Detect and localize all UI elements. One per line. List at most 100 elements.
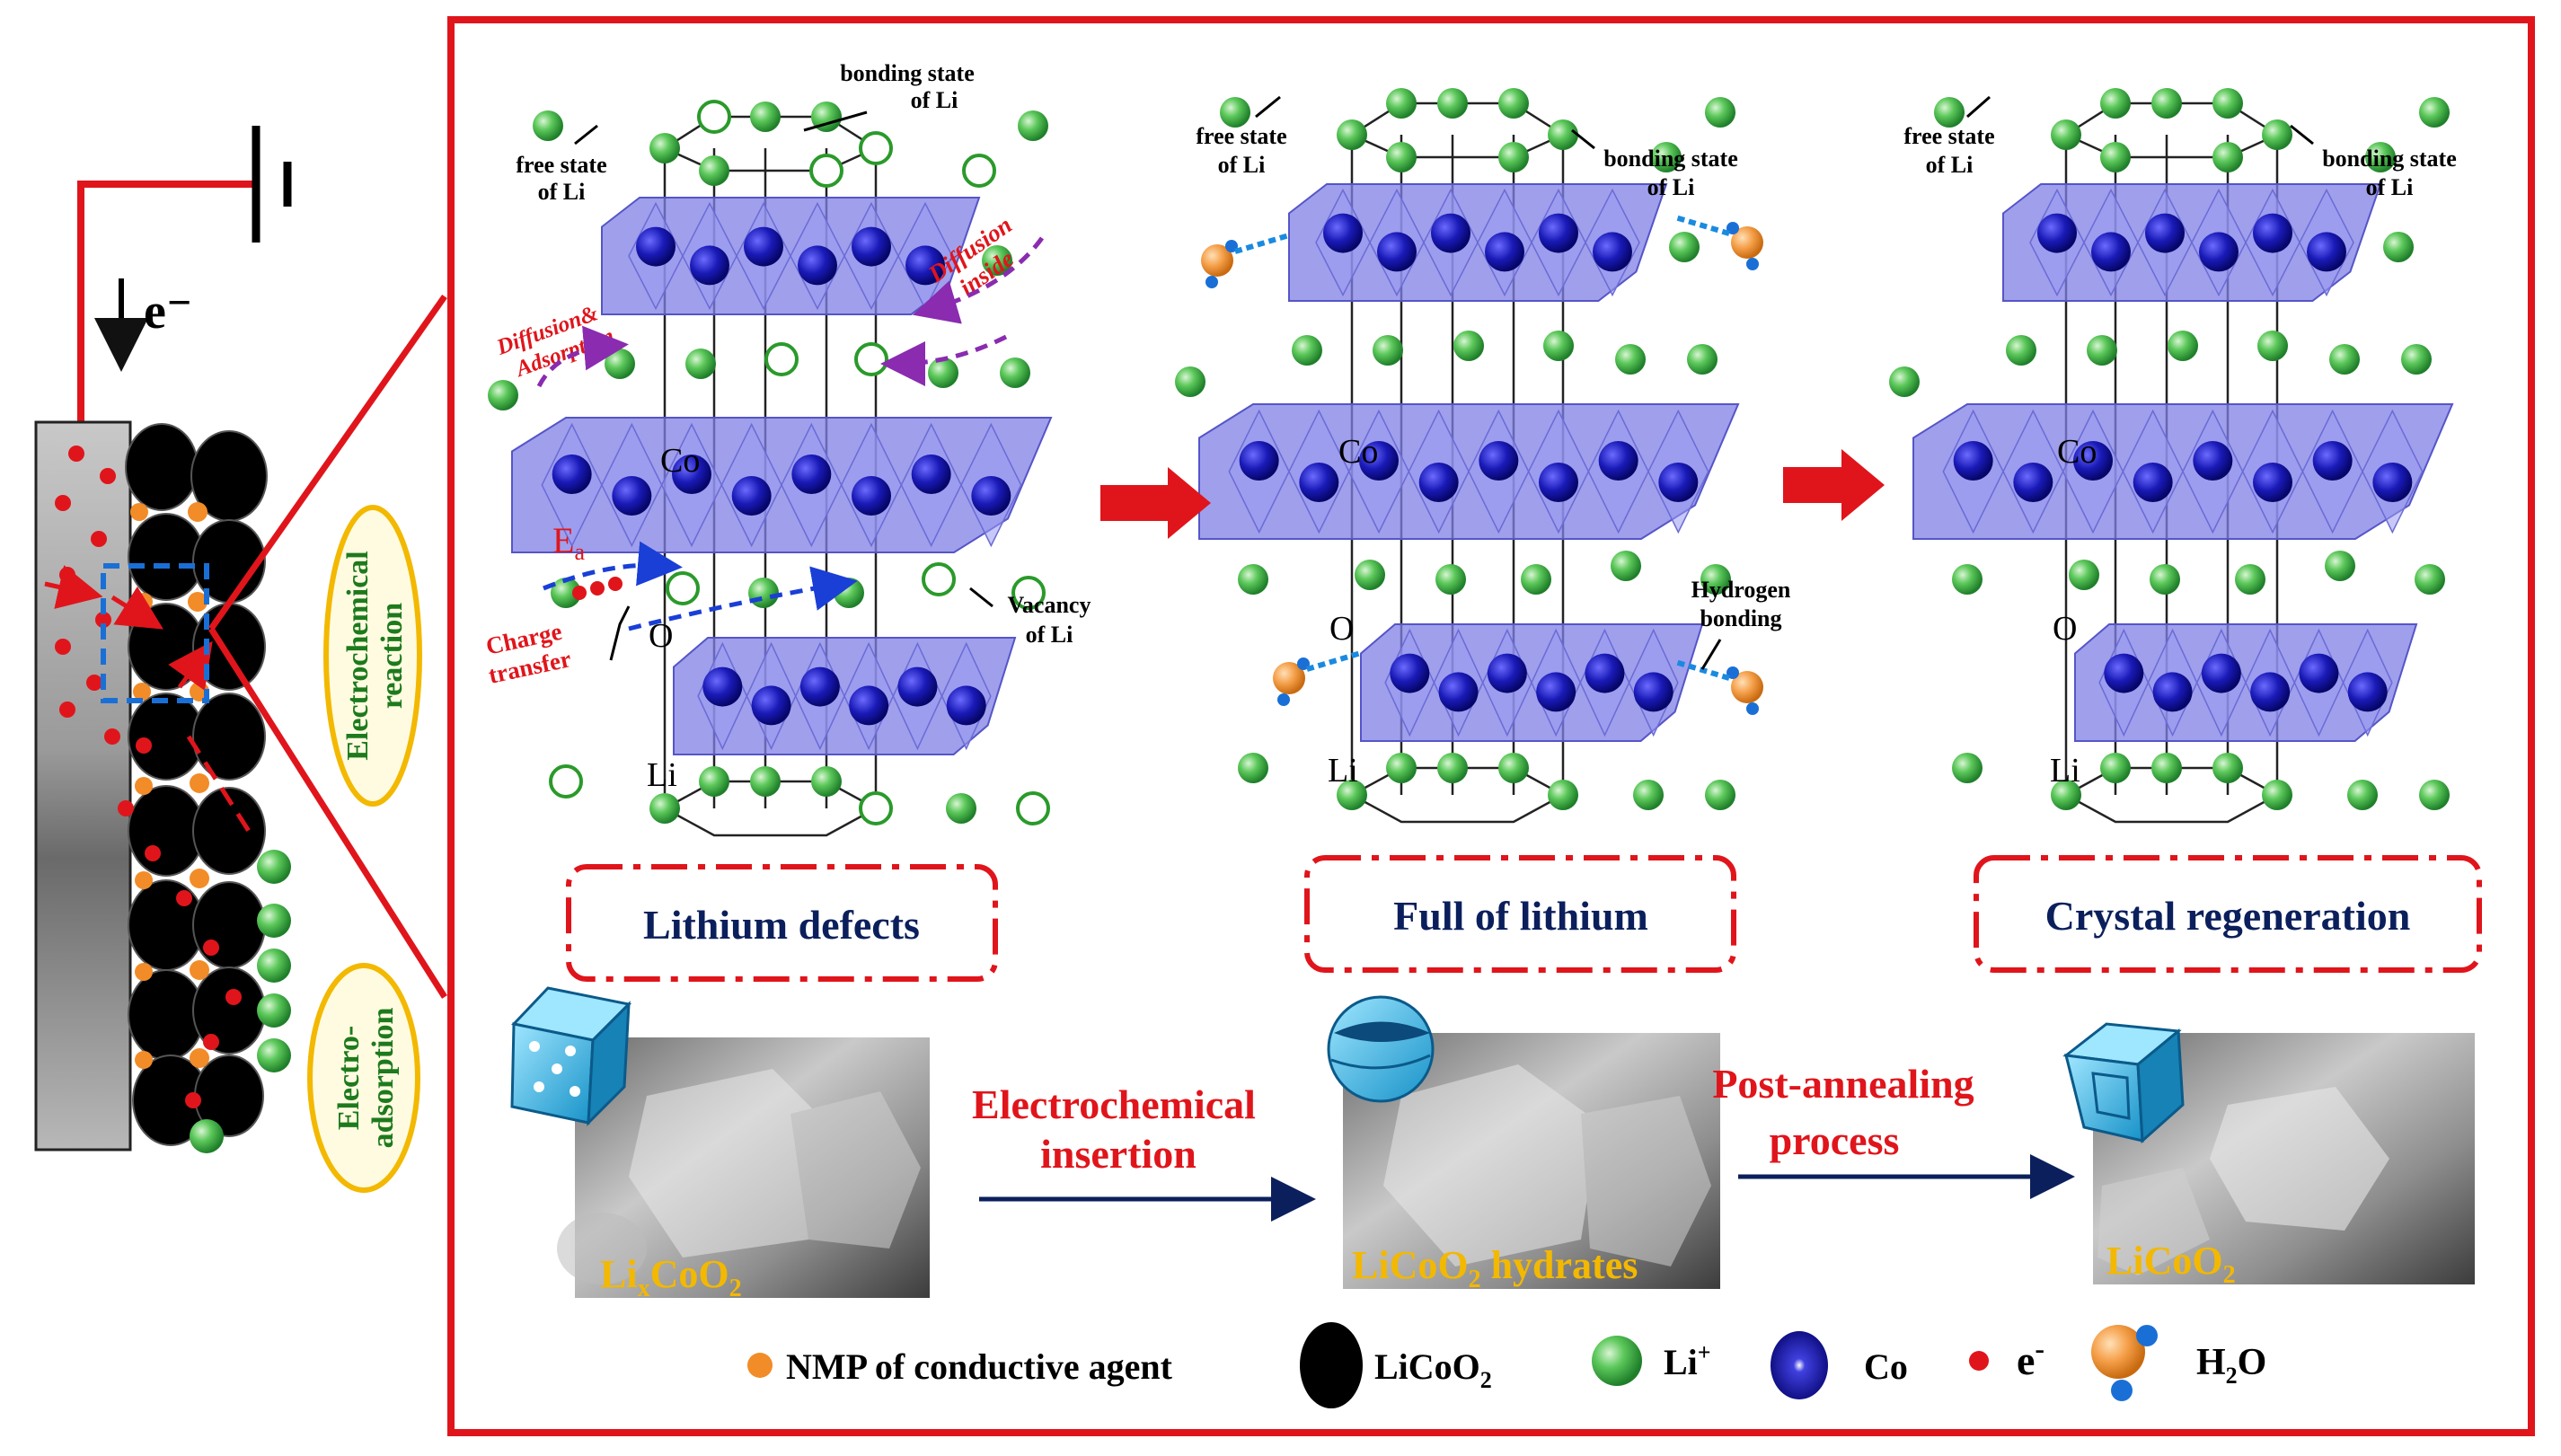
stage2-hydrogen-line1: Hydrogen	[1691, 577, 1791, 603]
stage2-bonding-state-line1: bonding state	[1603, 146, 1738, 172]
stage2-li-atom	[1386, 142, 1417, 172]
stage1-co-atom	[911, 454, 951, 494]
stage2-li-atom	[1521, 564, 1551, 595]
stage3-li-atom	[2262, 119, 2292, 150]
stage2-li-atom	[1651, 142, 1682, 172]
stage2-li-atom	[1175, 366, 1205, 397]
stage2-li-atom	[1700, 564, 1731, 595]
process-row: LixCoO2 Electrochemical insertion LiCoO2…	[510, 986, 2475, 1302]
cube-icon	[510, 986, 632, 1126]
stage3-li-atom	[2235, 564, 2265, 595]
stage2-co-atom	[1359, 441, 1399, 481]
stage1-li-vacancy	[859, 131, 893, 165]
stage3-co-atom	[2133, 463, 2173, 502]
stage1-li-vacancy	[962, 154, 996, 188]
stage3-li-atom	[2087, 335, 2117, 366]
stage2-li-atom	[1386, 753, 1417, 783]
stage3-o-label: O	[2053, 610, 2077, 648]
stage3-li-atom	[2212, 753, 2243, 783]
legend-li-label: Li+	[1664, 1339, 1711, 1382]
process-step2-line2: process	[1770, 1117, 1900, 1163]
stage3-li-atom	[2419, 97, 2450, 128]
stage1-co-atom	[799, 666, 840, 707]
left-panel: e⁻	[34, 126, 447, 1193]
stage2-water-molecule	[1273, 650, 1362, 706]
stage3-co-atom	[2201, 653, 2241, 693]
stage1-bonding-state-line2: of Li	[911, 87, 958, 113]
stage3-crystal	[1889, 88, 2454, 824]
adsorbed-li-ions	[190, 850, 291, 1153]
stage3-co-atom	[1953, 441, 1993, 481]
crystal-icon	[2062, 1022, 2185, 1144]
stage1-li-atom	[699, 155, 729, 186]
stage1-li-vacancy	[922, 562, 956, 596]
stage3-co-atom	[2013, 463, 2053, 502]
stage1-co-atom	[690, 245, 729, 286]
current-collector	[34, 420, 132, 1152]
stage2-li-atom	[1437, 88, 1468, 119]
stage3-annotations: free state of Li bonding state of Li Co …	[1903, 95, 2457, 790]
stage3-co-atom	[2253, 213, 2292, 253]
stage3-li-atom	[2262, 780, 2292, 810]
stage1-li-atom	[946, 793, 976, 824]
stage1-li-vacancy	[549, 764, 583, 799]
legend: NMP of conductive agent LiCoO2 Li+ Co e-…	[747, 1322, 2266, 1408]
stage3-co-label: Co	[2057, 433, 2097, 471]
stage1-li-vacancy	[764, 342, 799, 376]
main-frame	[447, 16, 2535, 1436]
sem-3-caption: LiCoO2	[2106, 1239, 2236, 1289]
stage3-co-atom	[2037, 213, 2077, 253]
stage1-co-label: Co	[660, 442, 700, 480]
stage2-li-atom	[1543, 331, 1574, 361]
zoom-region-box	[101, 563, 209, 703]
stage2-li-atom	[1498, 142, 1529, 172]
stage2-co-atom	[1479, 441, 1519, 481]
reaction-label-line2: reaction	[375, 603, 409, 709]
stage1-li-vacancy	[1016, 791, 1050, 825]
stage1-co-atom	[946, 685, 986, 726]
stage1-li-atom	[811, 101, 842, 132]
stage2-annotations: free state of Li bonding state of Li Co …	[1196, 95, 1791, 790]
transition-arrow-2	[1783, 449, 1885, 521]
stage3-co-atom	[2307, 232, 2346, 272]
stage2-li-atom	[1238, 564, 1268, 595]
stage2-free-state-line2: of Li	[1218, 152, 1266, 178]
stage3-bonding-state-line2: of Li	[2366, 174, 2414, 200]
stage3-li-atom	[2365, 142, 2396, 172]
stage3-co-atom	[2253, 463, 2292, 502]
stage1-co-atom	[702, 666, 743, 707]
stage1-co-atom	[791, 454, 832, 494]
stage2-li-atom	[1373, 335, 1403, 366]
stage1-li-vacancy	[1011, 576, 1046, 610]
stage1-co-atom	[897, 666, 938, 707]
stage3-co-atom	[2199, 232, 2239, 272]
process-step1-line2: insertion	[1040, 1131, 1197, 1177]
stage3-co-atom	[2299, 653, 2339, 693]
stage3-li-atom	[2212, 88, 2243, 119]
stage2-crystal	[1175, 88, 1763, 824]
stage2-li-atom	[1705, 780, 1735, 810]
stage3-li-label: Li	[2050, 752, 2080, 790]
stage2-li-atom	[1355, 560, 1385, 590]
stage3-co-atom	[2250, 672, 2291, 712]
stage3-co-atom	[2312, 441, 2353, 481]
stage2-li-atom	[1435, 564, 1466, 595]
stage3-li-atom	[2401, 344, 2432, 375]
stage1-ea-label: Ea	[552, 520, 585, 565]
stage3-co-atom	[2091, 232, 2131, 272]
stage2-co-atom	[1598, 441, 1638, 481]
stage3-co-atom	[2347, 672, 2388, 712]
stage2-co-atom	[1585, 653, 1625, 693]
sem-2-caption: LiCoO2 hydrates	[1352, 1243, 1638, 1293]
stage2-li-atom	[1705, 97, 1735, 128]
stage3-li-atom	[2257, 331, 2288, 361]
stage1-li-atom	[685, 349, 716, 379]
adsorption-label-line1: Electro-	[332, 1026, 366, 1130]
zoom-line-bottom	[208, 627, 447, 999]
stage2-li-atom	[1337, 780, 1367, 810]
stage3-li-atom	[2100, 88, 2131, 119]
stage2-co-label: Co	[1338, 433, 1378, 471]
stage1-co-atom	[612, 476, 652, 516]
transition-arrow-1	[1100, 467, 1211, 539]
stage2-co-atom	[1239, 441, 1279, 481]
